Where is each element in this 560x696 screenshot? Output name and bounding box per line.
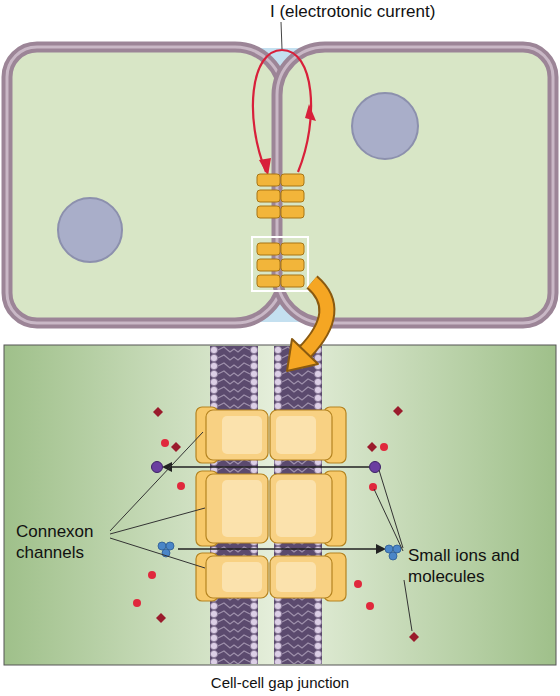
caption: Cell-cell gap junction [80,674,480,692]
connexon [257,275,280,287]
flow-arrow [178,548,378,549]
connexon [206,410,268,460]
flow-arrow [170,466,369,467]
connexon [270,474,332,543]
connexon [206,474,268,543]
text-label: Connexon channels [16,521,112,563]
connexon-highlight [276,562,316,592]
leader-line [110,538,205,568]
connexon [270,556,332,598]
ion [177,482,185,490]
ion [369,483,377,491]
connexon-highlight [222,480,262,537]
ion [148,571,156,579]
leader-line [404,580,412,631]
connexon [257,243,280,255]
connexon-highlight [222,562,262,592]
zoom-arrow-outline [305,282,327,352]
leader-line [374,489,403,551]
cell-membrane-inner [7,47,283,323]
arrow-head [259,158,271,176]
text-label: Small ions and molecules [408,545,538,587]
lipid-bilayer [274,346,322,664]
connexon-highlight [276,480,316,537]
connexon [257,174,280,186]
connexon [281,243,304,255]
nucleus [352,93,418,159]
zoom-arrow-head [287,339,318,371]
molecule [171,442,181,452]
molecule [153,407,163,417]
arrow-head [305,104,316,121]
connexon-highlight [276,416,316,454]
connexon [281,190,304,202]
connexon [281,259,304,271]
molecule [156,613,166,623]
ion [366,602,374,610]
connexon-highlight [222,416,262,454]
connexon [270,410,332,460]
nucleus [58,198,122,262]
leader-line [110,432,203,531]
zoom-arrow [305,282,327,352]
leader-line [379,470,403,548]
current-arc [253,50,311,172]
connexon [281,206,304,218]
connexon [206,556,268,598]
connexon [257,206,280,218]
molecule [409,632,419,642]
ion [133,599,141,607]
zoom-panel [4,345,556,665]
molecule [389,552,397,560]
ion [161,439,169,447]
leader-line [110,508,205,534]
molecule [367,442,377,452]
zoom-box [252,237,308,291]
lipid-bilayer [274,346,322,664]
leader-line [281,22,282,49]
arrow-head [376,544,386,554]
ion [354,580,362,588]
connexon [281,174,304,186]
connexon [257,259,280,271]
cell-membrane [7,47,283,323]
connexon [281,275,304,287]
text-label: I (electrotonic current) [270,1,530,22]
molecule [152,462,163,473]
ion [380,443,388,451]
connexon [257,190,280,202]
molecule [393,406,403,416]
